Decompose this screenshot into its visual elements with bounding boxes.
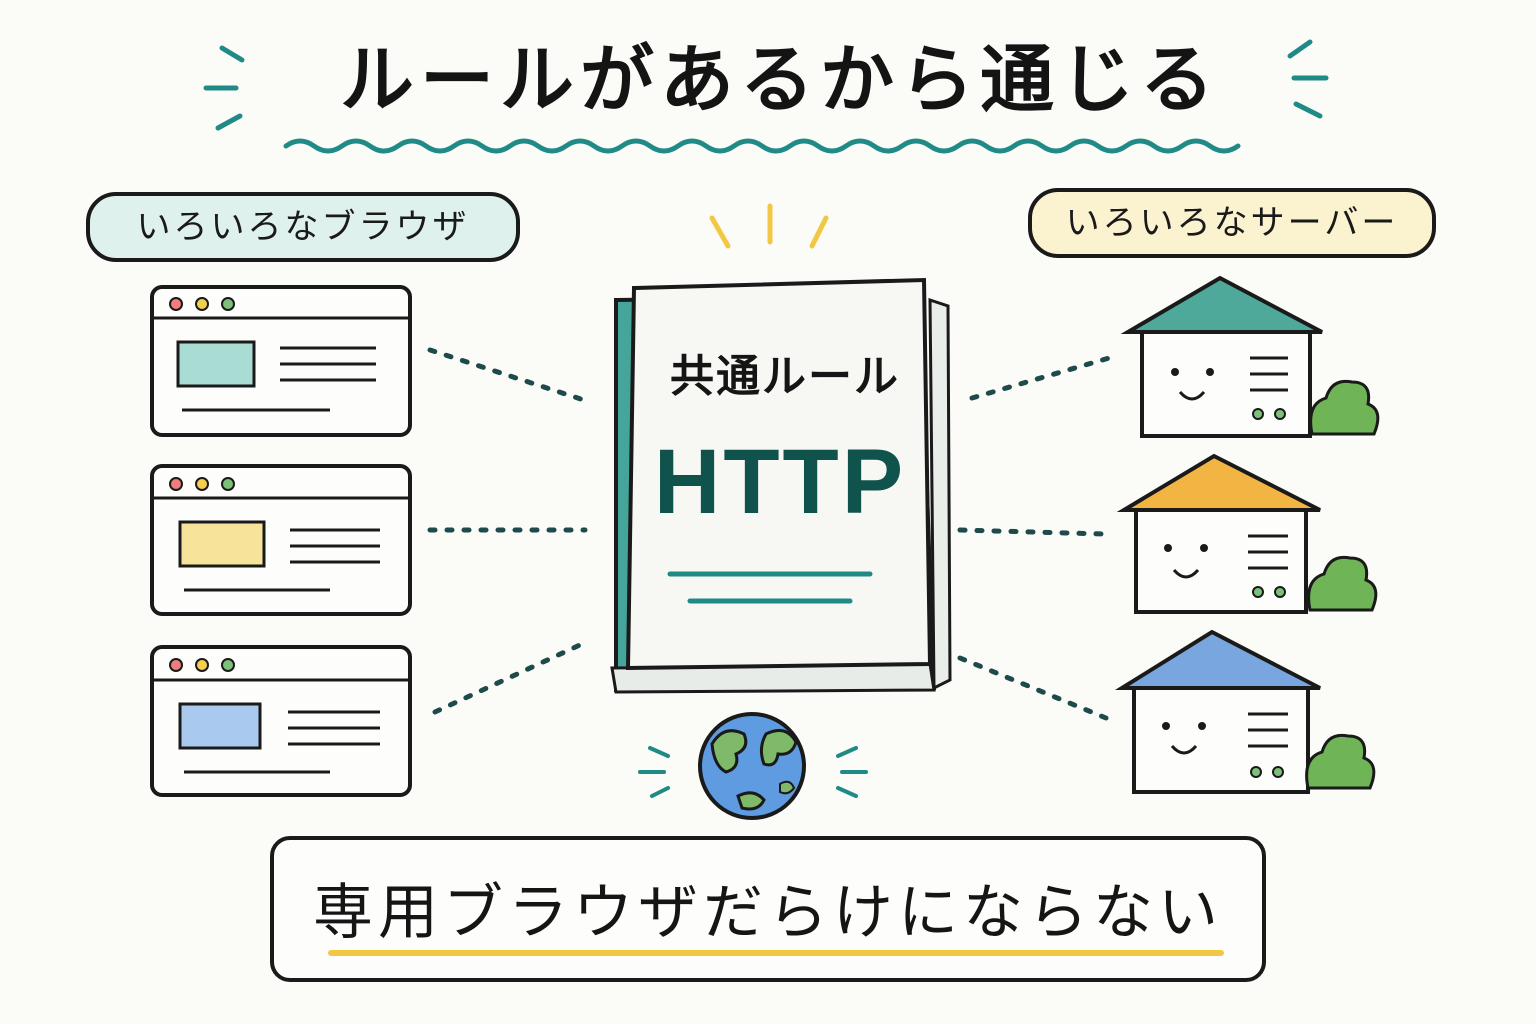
bottom-message: 専用ブラウザだらけにならない <box>313 878 1223 948</box>
book-highlight-rays-icon <box>709 203 829 249</box>
bottom-message-box: 専用ブラウザだらけにならない <box>270 836 1266 982</box>
title-sparkle-left-icon <box>203 45 245 131</box>
book-title: 共通ルール <box>670 351 900 402</box>
http-rulebook-icon <box>610 277 952 694</box>
bottom-highlight-underline <box>328 950 1224 956</box>
title-wavy-underline <box>283 138 1241 154</box>
servers-label: いろいろなサーバー <box>1028 188 1436 258</box>
browser-window-3 <box>150 645 412 797</box>
server-house-2 <box>1116 453 1378 614</box>
server-house-3 <box>1115 629 1376 794</box>
globe-icon <box>698 712 806 820</box>
globe-sparkle-icon <box>638 746 868 798</box>
browsers-label: いろいろなブラウザ <box>86 192 520 262</box>
connector-server-1 <box>969 353 1119 401</box>
page-title: ルールがあるから通じる <box>340 37 1220 123</box>
book-protocol: HTTP <box>653 431 907 533</box>
connector-server-3 <box>957 655 1109 721</box>
connector-browser-3 <box>432 641 585 715</box>
browser-window-2 <box>150 464 412 616</box>
server-house-1 <box>1120 275 1380 438</box>
connector-server-2 <box>957 527 1107 537</box>
title-sparkle-right-icon <box>1287 39 1329 119</box>
browser-window-1 <box>150 285 412 437</box>
connector-browser-1 <box>427 347 593 405</box>
